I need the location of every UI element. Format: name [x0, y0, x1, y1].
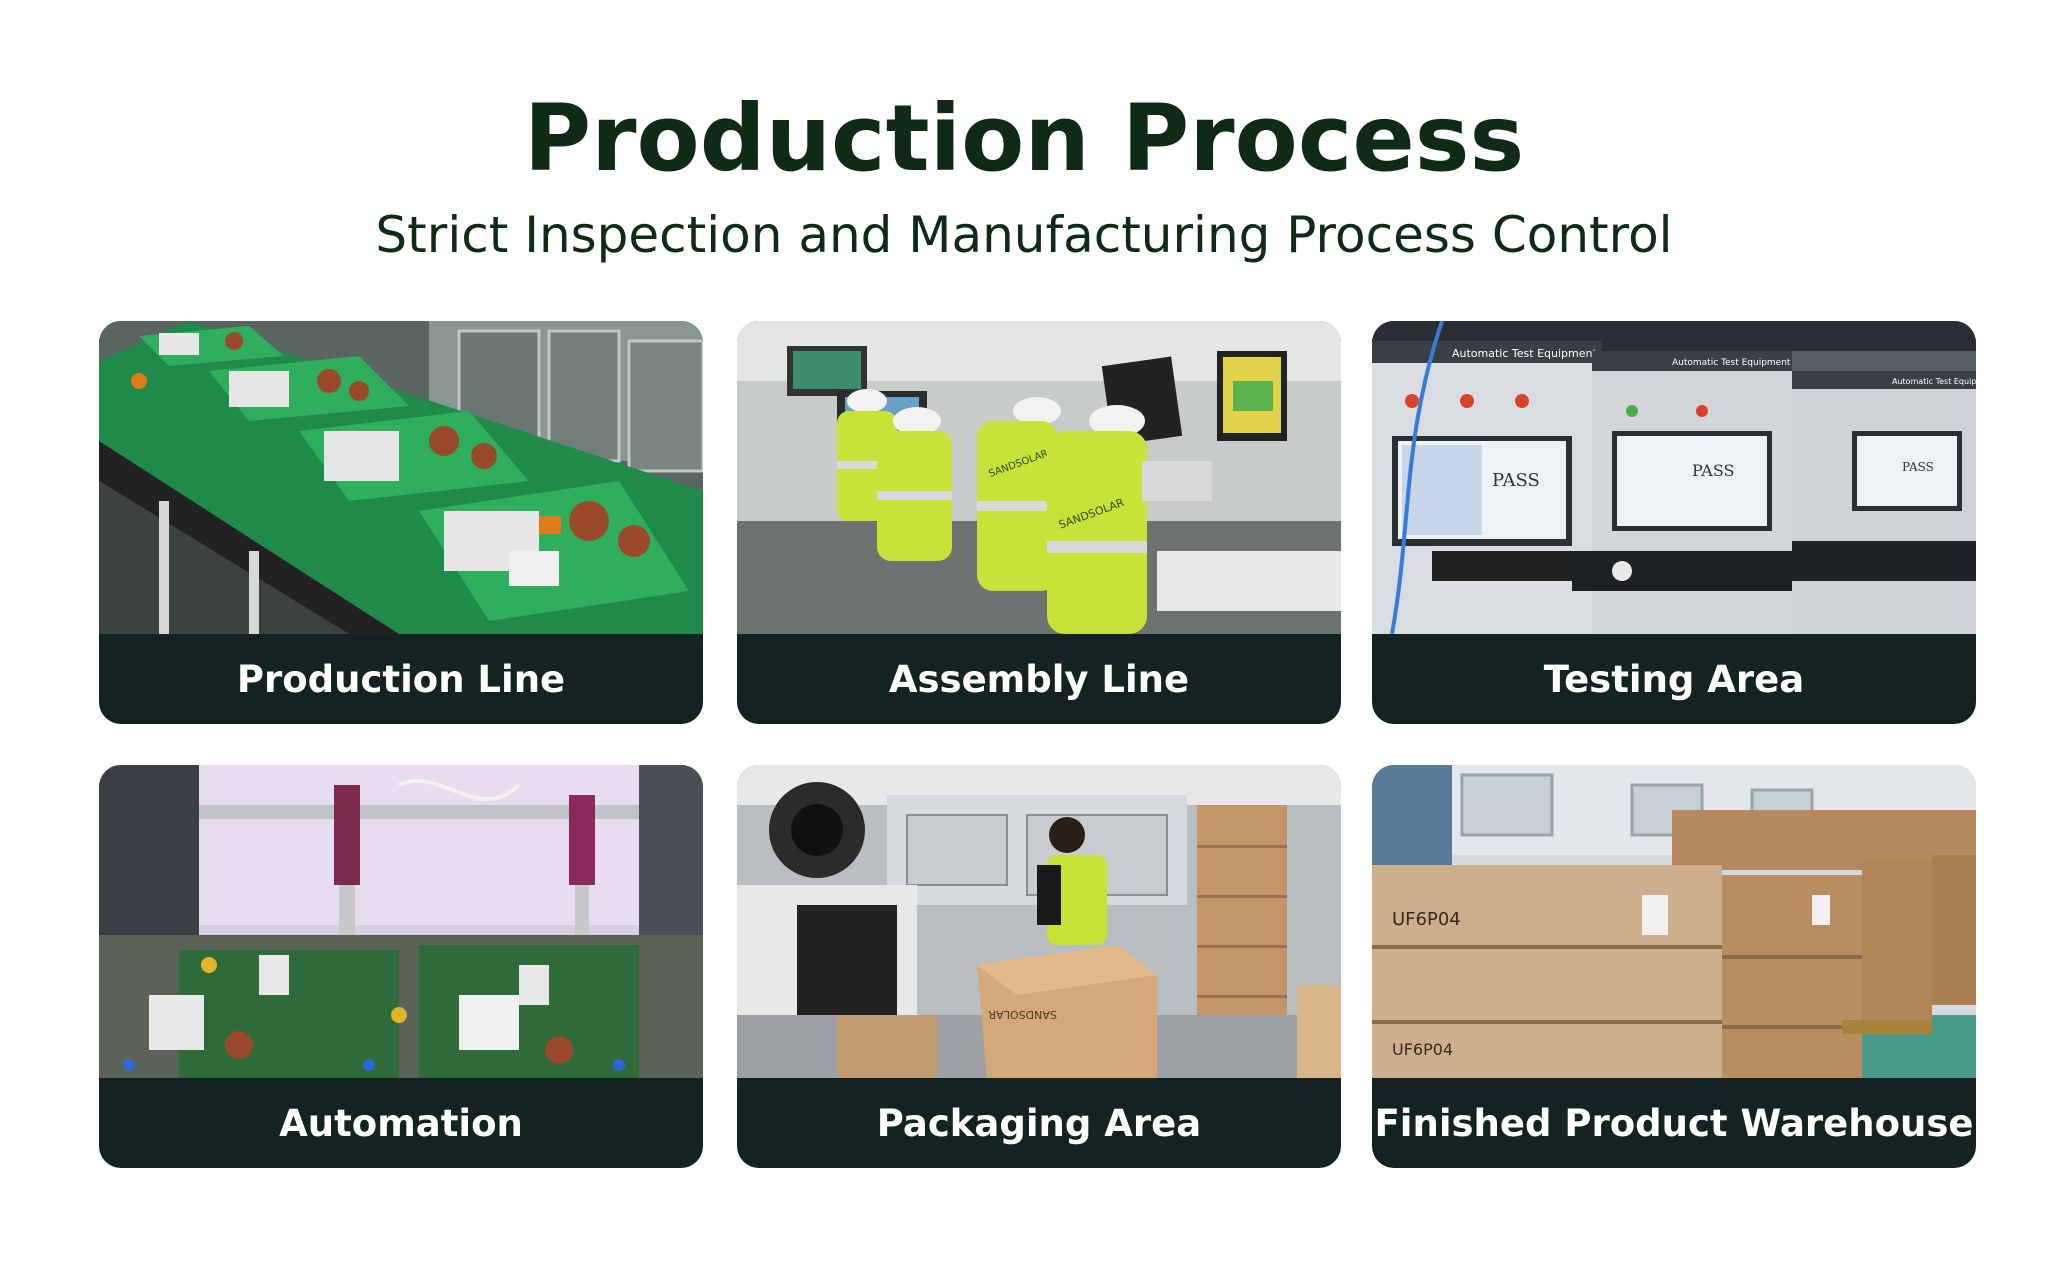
- pass-text: PASS: [1492, 470, 1540, 491]
- card-label: Production Line: [236, 657, 566, 701]
- box-text: SANDSOLAR: [988, 1008, 1057, 1021]
- pass-text: PASS: [1692, 461, 1735, 480]
- card-finished-product-warehouse[interactable]: UF6P04 UF6P04 Finished Product Warehouse: [1372, 765, 1976, 1168]
- automation-photo: [99, 765, 703, 1078]
- card-label: Finished Product Warehouse: [1374, 1101, 1974, 1145]
- card-label: Assembly Line: [888, 657, 1190, 701]
- card-packaging-area[interactable]: SANDSOLAR Packaging Area: [737, 765, 1341, 1168]
- ate-label: Automatic Test Equipment: [1892, 377, 1976, 386]
- card-label: Packaging Area: [876, 1101, 1202, 1145]
- ate-label: Automatic Test Equipment: [1672, 358, 1791, 368]
- card-label: Testing Area: [1543, 657, 1805, 701]
- card-testing-area[interactable]: Automatic Test Equipment PASS Automatic …: [1372, 321, 1976, 724]
- pass-text: PASS: [1902, 460, 1934, 474]
- card-assembly-line[interactable]: SANDSOLAR SANDSOLAR Assembly Line: [737, 321, 1341, 724]
- assembly-line-photo: SANDSOLAR SANDSOLAR: [737, 321, 1341, 634]
- production-line-photo: [99, 321, 703, 634]
- box-text: UF6P04: [1392, 909, 1461, 930]
- card-label: Automation: [279, 1101, 523, 1145]
- gallery-grid: Production Line: [99, 321, 1979, 1168]
- card-automation[interactable]: Automation: [99, 765, 703, 1168]
- page-subtitle: Strict Inspection and Manufacturing Proc…: [375, 206, 1673, 264]
- warehouse-photo: UF6P04 UF6P04: [1372, 765, 1976, 1078]
- page-title: Production Process: [523, 85, 1525, 192]
- testing-area-photo: Automatic Test Equipment PASS Automatic …: [1372, 321, 1976, 634]
- packaging-area-photo: SANDSOLAR: [737, 765, 1341, 1078]
- box-text: UF6P04: [1392, 1040, 1453, 1059]
- card-production-line[interactable]: Production Line: [99, 321, 703, 724]
- ate-label: Automatic Test Equipment: [1452, 347, 1597, 360]
